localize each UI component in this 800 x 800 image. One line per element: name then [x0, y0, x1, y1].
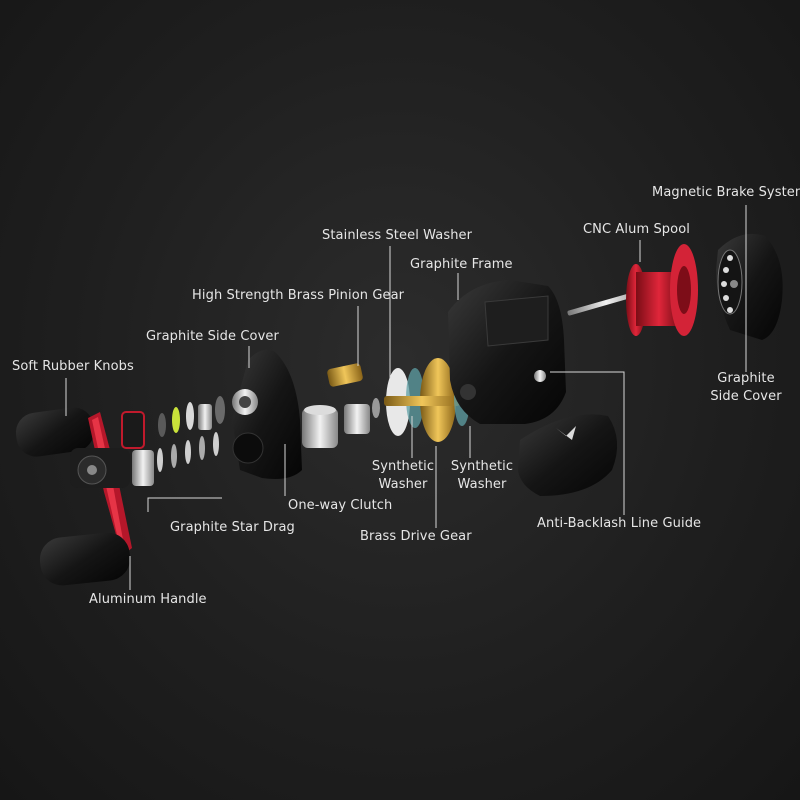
label-magnetic-brake-system: Magnetic Brake System [652, 185, 800, 200]
label-graphite-side-cover-left: Graphite Side Cover [146, 329, 279, 344]
drag-stack-parts [121, 396, 225, 486]
label-synthetic-washer-2: Synthetic Washer [450, 459, 514, 492]
brass-drive-gear-part [384, 358, 460, 442]
cnc-alum-spool-part [626, 244, 698, 336]
label-cnc-alum-spool: CNC Alum Spool [583, 222, 690, 237]
label-graphite-star-drag: Graphite Star Drag [170, 520, 295, 535]
anti-backlash-cover-part [518, 414, 618, 496]
pinion-gear-part [327, 363, 363, 387]
graphite-frame-part [448, 280, 566, 424]
leader-lines [65, 205, 747, 590]
label-graphite-side-cover-right: Graphite Side Cover [710, 371, 782, 404]
left-side-cover [232, 349, 302, 479]
small-bearing [344, 398, 380, 434]
label-high-strength-brass-pinion-gear: High Strength Brass Pinion Gear [192, 288, 405, 303]
soft-rubber-knob-upper [15, 407, 95, 457]
label-synthetic-washer-1: Synthetic Washer [371, 459, 435, 492]
soft-rubber-knob-lower [39, 532, 131, 586]
label-anti-backlash-line-guide: Anti-Backlash Line Guide [537, 516, 702, 531]
magnetic-brake-cover-part [716, 233, 783, 340]
label-stainless-steel-washer: Stainless Steel Washer [322, 228, 473, 243]
spool-spindle [567, 289, 645, 316]
label-one-way-clutch: One-way Clutch [288, 498, 393, 513]
label-aluminum-handle: Aluminum Handle [89, 592, 207, 607]
label-brass-drive-gear: Brass Drive Gear [360, 529, 472, 544]
label-graphite-frame: Graphite Frame [410, 257, 513, 272]
label-soft-rubber-knobs: Soft Rubber Knobs [12, 359, 134, 374]
handle-hub [70, 448, 130, 488]
one-way-clutch-part [302, 405, 338, 448]
